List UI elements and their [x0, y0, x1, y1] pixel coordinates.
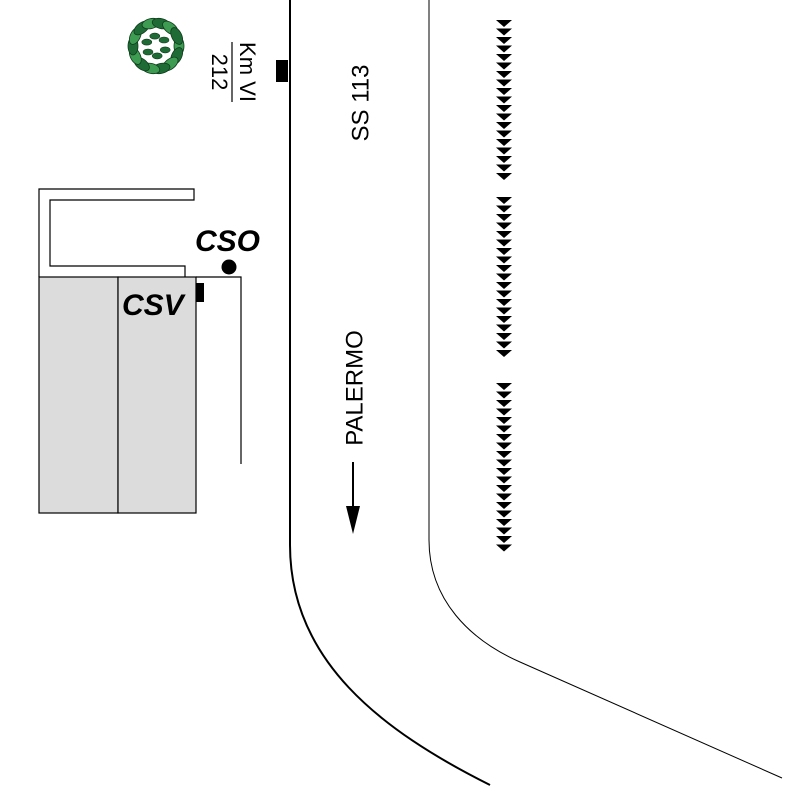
- tree-leaf: [158, 36, 170, 44]
- embankment-tooth: [496, 408, 512, 416]
- direction-label: PALERMO: [341, 330, 368, 446]
- embankment-tooth: [496, 510, 512, 518]
- embankment-tooth: [496, 197, 512, 204]
- embankment-tooth: [496, 400, 512, 407]
- embankment-tooth: [496, 20, 512, 27]
- embankment-tooth: [496, 45, 512, 53]
- embankment-tooth: [496, 222, 512, 230]
- tree-leaf: [170, 27, 184, 45]
- embankment-tooth: [496, 451, 512, 458]
- tree-leaf: [149, 32, 161, 40]
- building-outline: [38, 188, 195, 277]
- building-block-left: [38, 276, 119, 514]
- embankment-tooth: [496, 214, 512, 221]
- embankment-tooth: [496, 173, 512, 180]
- embankment-tooth: [496, 324, 512, 332]
- embankment-tooth: [496, 88, 512, 95]
- embankment-tooth: [496, 62, 512, 70]
- building-block-right: [117, 276, 197, 514]
- embankment-tooth: [496, 333, 512, 340]
- embankment-hatching: [496, 20, 512, 552]
- embankment-tooth: [496, 417, 512, 424]
- embankment-tooth: [496, 425, 512, 433]
- embankment-tooth: [496, 476, 512, 484]
- embankment-tooth: [496, 307, 512, 315]
- tree-leaf: [141, 38, 153, 46]
- embankment-tooth: [496, 459, 512, 467]
- embankment-tooth: [496, 79, 512, 87]
- embankment-tooth: [496, 96, 512, 104]
- embankment-tooth: [496, 231, 512, 238]
- embankment-tooth: [496, 502, 512, 509]
- embankment-tooth: [496, 442, 512, 450]
- tree-leaf: [151, 52, 163, 60]
- embankment-tooth: [496, 383, 512, 390]
- embankment-tooth: [496, 519, 512, 526]
- km-number-label: 212: [207, 54, 232, 91]
- embankment-tooth: [496, 71, 512, 78]
- embankment-tooth: [496, 350, 512, 357]
- tree-leaf: [142, 48, 154, 56]
- km-label-group: Km VI 212: [207, 42, 260, 102]
- tree-icon: [127, 17, 185, 75]
- embankment-tooth: [496, 164, 512, 172]
- embankment-tooth: [496, 341, 512, 349]
- km-unit-label: Km VI: [235, 42, 260, 102]
- embankment-tooth: [496, 256, 512, 264]
- cso-marker: [221, 259, 237, 275]
- road-name-label: SS 113: [347, 65, 374, 142]
- embankment-tooth: [496, 105, 512, 112]
- embankment-tooth: [496, 265, 512, 272]
- embankment-tooth: [496, 316, 512, 323]
- csv-marker: [196, 283, 204, 302]
- km-post-icon: [276, 60, 288, 82]
- tree-leaf: [159, 46, 171, 54]
- arrow-down-icon: [346, 462, 360, 534]
- embankment-tooth: [496, 122, 512, 129]
- embankment-tooth: [496, 468, 512, 475]
- road-right-edge: [428, 0, 783, 779]
- embankment-tooth: [496, 239, 512, 247]
- embankment-tooth: [496, 299, 512, 306]
- embankment-tooth: [496, 391, 512, 399]
- embankment-tooth: [496, 156, 512, 163]
- embankment-tooth: [496, 54, 512, 61]
- embankment-tooth: [496, 434, 512, 441]
- embankment-tooth: [496, 282, 512, 289]
- embankment-tooth: [496, 37, 512, 44]
- embankment-tooth: [496, 28, 512, 36]
- embankment-tooth: [496, 273, 512, 281]
- fence-line: [196, 276, 242, 464]
- embankment-tooth: [496, 130, 512, 138]
- embankment-tooth: [496, 290, 512, 298]
- embankment-tooth: [496, 536, 512, 543]
- embankment-tooth: [496, 493, 512, 501]
- embankment-tooth: [496, 485, 512, 492]
- embankment-tooth: [496, 147, 512, 155]
- csv-label: CSV: [122, 289, 187, 322]
- embankment-tooth: [496, 248, 512, 255]
- road-left-edge: [289, 0, 491, 786]
- embankment-tooth: [496, 139, 512, 146]
- embankment-tooth: [496, 544, 512, 552]
- embankment-tooth: [496, 527, 512, 535]
- embankment-tooth: [496, 205, 512, 213]
- embankment-tooth: [496, 113, 512, 121]
- cso-label: CSO: [195, 225, 260, 258]
